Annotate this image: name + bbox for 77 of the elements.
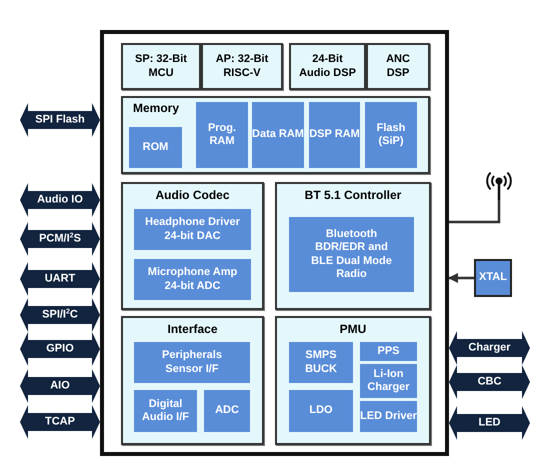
arrow-label: GPIO [46,344,74,354]
block-label: Li-Ion Charger [366,368,411,394]
block-panel [366,43,430,90]
block-label: Data RAM [252,128,304,142]
bidirectional-block-arrow [449,365,530,399]
block-label: ADC [215,404,239,418]
block-label: LDO [309,404,333,418]
connector-line [449,200,500,224]
block-label: Digital Audio I/F [140,398,190,424]
function-block [134,342,250,383]
arrow-label: TCAP [45,416,75,428]
block-label: LED Driver [360,410,417,424]
bidirectional-block-arrow [20,183,100,217]
block-label: DSP RAM [309,128,360,142]
bidirectional-block-arrow [449,331,530,365]
block-panel [275,182,431,310]
function-block [289,342,353,383]
block-label: SP: 32-Bit MCU [134,53,188,80]
block-label: AP: 32-Bit RISC-V [214,53,270,80]
panel-heading: Memory [133,101,180,116]
block-label: Flash (SiP) [376,122,406,148]
function-block [134,390,197,432]
arrow-label: PCM/I$^{2}$S [39,234,81,244]
arrow [448,273,474,283]
block-panel [275,316,431,445]
function-block [129,127,182,168]
function-block [134,259,251,300]
function-block [360,342,417,361]
function-block [360,364,417,398]
block-panel [289,43,366,90]
block-label: ANC DSP [385,53,411,80]
function-block [309,102,360,168]
chip-outline [100,30,449,456]
function-block [196,102,248,168]
arrow-label: SPI Flash [35,114,85,126]
arrow-label: SPI/I$^{2}$C [42,310,78,320]
bidirectional-block-arrow [20,369,100,403]
arrow-label: UART [44,274,76,284]
bidirectional-block-arrow [20,262,100,296]
block-panel [121,182,264,310]
block-panel [201,43,283,90]
block-label: ROM [142,140,168,154]
block-panel [121,96,430,174]
block-label: SMPS BUCK [304,349,338,376]
arrow-label: CBC [478,376,502,388]
block-label: Headphone Driver 24-bit DAC [144,216,241,243]
block-label: 24-Bit Audio DSP [298,53,357,80]
block-panel [121,43,201,90]
panel-heading: BT 5.1 Controller [304,188,402,202]
function-block [289,217,414,292]
block-label: Prog. RAM [206,122,238,148]
function-block [252,102,304,168]
arrow-label: AIO [50,380,70,392]
bidirectional-block-arrow [20,405,100,439]
crystal-box [474,259,512,297]
block-label: XTAL [479,271,507,285]
function-block [204,390,250,432]
function-block [360,401,417,432]
panel-heading: Interface [166,322,219,336]
function-block [289,390,353,432]
panel-heading: Audio Codec [154,188,230,202]
function-block [134,209,251,250]
block-label: Bluetooth BDR/EDR and BLE Dual Mode Radio [310,228,393,281]
panel-heading: PMU [338,322,368,336]
arrow-label: Charger [468,342,511,354]
bidirectional-block-arrow [20,332,100,366]
arrow-label: Audio IO [37,194,83,206]
block-label: PPS [377,344,400,358]
bidirectional-block-arrow [20,103,100,137]
arrow-label: LED [478,418,500,428]
function-block [365,102,417,168]
bidirectional-block-arrow [20,222,100,256]
block-panel [121,316,264,445]
bidirectional-block-arrow [20,298,100,332]
bidirectional-block-arrow [449,406,530,440]
block-label: Microphone Amp 24-bit ADC [146,266,238,293]
block-label: Peripherals Sensor I/F [161,349,223,376]
